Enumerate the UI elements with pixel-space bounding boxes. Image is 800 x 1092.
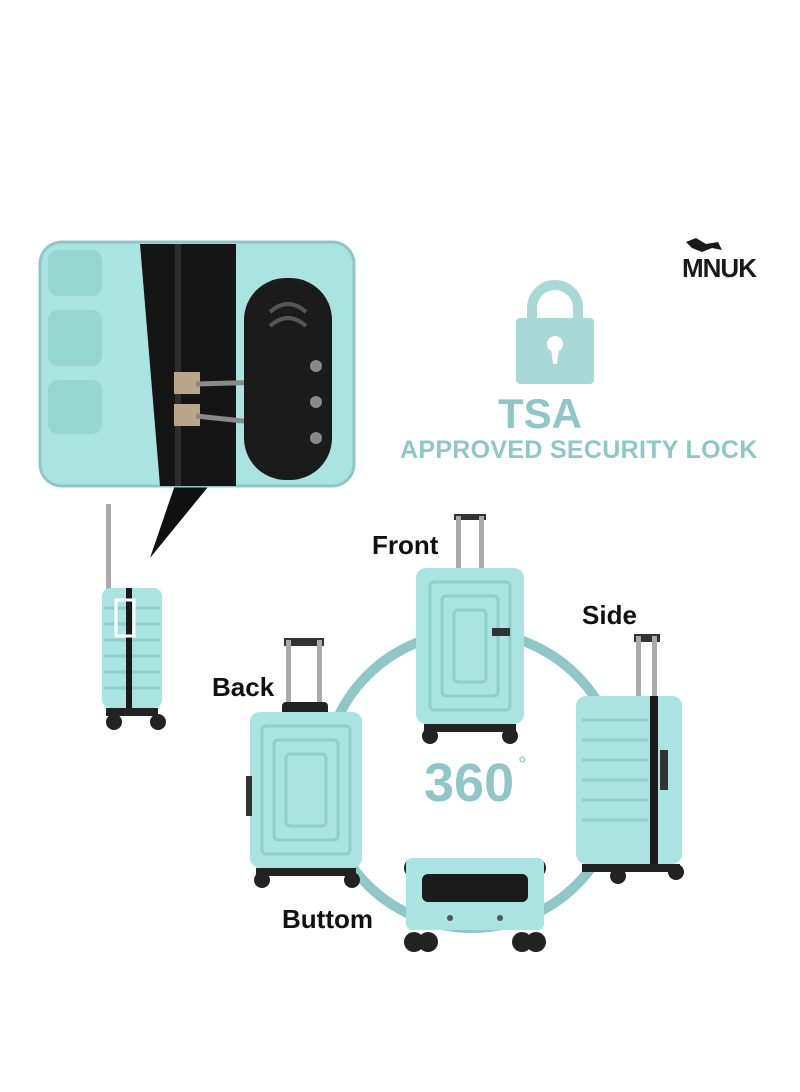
tsa-title: TSA (498, 390, 582, 437)
suitcase-back-view (246, 638, 362, 888)
suitcase-bottom-view (404, 858, 546, 952)
suitcase-front-view (416, 514, 524, 744)
suitcase-side-small (102, 504, 166, 730)
tsa-subtitle: APPROVED SECURITY LOCK (400, 436, 758, 464)
label-bottom: Buttom (282, 904, 373, 934)
brand-logo-icon (686, 238, 722, 252)
suitcase-side-view (576, 634, 684, 884)
label-side: Side (582, 600, 637, 630)
degree-symbol: ° (518, 752, 527, 777)
brand-logo: MNUK (682, 236, 770, 284)
brand-logo-text: MNUK (682, 253, 757, 283)
label-front: Front (372, 530, 439, 560)
label-back: Back (212, 672, 275, 702)
rotation-degrees: 360 (424, 753, 515, 813)
padlock-icon (516, 280, 594, 384)
